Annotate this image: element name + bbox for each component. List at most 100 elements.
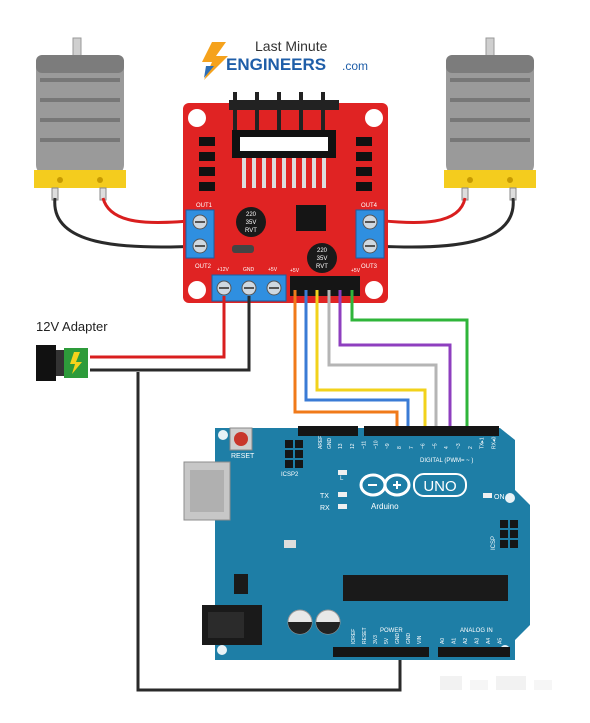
reset-button — [229, 427, 253, 451]
dc-adapter-jack: 12V Adapter — [36, 319, 108, 381]
svg-text:RVT: RVT — [316, 264, 328, 270]
analog-pin-label-1: A1 — [452, 638, 458, 644]
heatsink — [229, 92, 339, 188]
digital-pin-label-7: ~6 — [421, 443, 427, 449]
label-aref: AREF — [318, 436, 324, 449]
svg-text:RVT: RVT — [245, 228, 257, 234]
usb-port — [183, 461, 231, 521]
svg-text:35V: 35V — [317, 256, 328, 262]
brand-line1: Last Minute — [255, 38, 328, 54]
uno-badge — [413, 473, 467, 497]
analog-pin-label-2: A2 — [463, 638, 469, 644]
label-out3: OUT3 — [361, 264, 378, 270]
digital-pin-label-1: 12 — [350, 443, 356, 449]
power-pin-label-3: 5V — [384, 637, 390, 644]
board-capacitors — [287, 609, 341, 635]
wire-purple — [338, 290, 452, 428]
label-reset: RESET — [231, 453, 255, 460]
capacitor-1: 220 35V RVT — [236, 207, 266, 237]
label-power: POWER — [380, 628, 403, 634]
digital-header — [298, 426, 499, 436]
svg-text:220: 220 — [246, 212, 257, 218]
power-pin-label-2: 3V3 — [373, 635, 379, 644]
atmega-chip — [343, 575, 508, 601]
label-plus5-left: +5V — [290, 268, 300, 274]
analog-header — [438, 647, 510, 657]
label-uno: UNO — [423, 478, 456, 495]
label-tx: TX — [320, 493, 329, 500]
wire-motor-left-black — [53, 197, 201, 249]
label-icsp: ICSP — [491, 536, 497, 550]
wire-green — [350, 290, 469, 428]
digital-pin-label-10: ~3 — [456, 443, 462, 449]
power-wires — [90, 296, 402, 692]
label-led-l: L — [340, 476, 344, 482]
wire-motor-right-black — [374, 197, 515, 249]
blurred-corner-mark — [440, 676, 552, 690]
icsp-header — [500, 520, 518, 548]
wire-gnd-black-arduino — [136, 372, 402, 692]
label-12v: +12V — [217, 267, 229, 273]
label-out2: OUT2 — [195, 264, 212, 270]
power-pin-label-0: IOREF — [351, 629, 357, 644]
analog-pin-label-4: A4 — [486, 638, 492, 644]
brand-logo: Last Minute ENGINEERS .com — [202, 38, 368, 80]
digital-pin-label-11: 2 — [468, 446, 474, 449]
label-digital: DIGITAL (PWM= ~ ) — [420, 458, 473, 464]
voltage-regulator — [234, 574, 248, 594]
wire-yellow — [315, 290, 427, 428]
control-wires — [293, 290, 469, 428]
right-motor — [444, 37, 536, 201]
digital-pin-label-3: ~10 — [373, 440, 379, 449]
lightning-bolt-logo-icon — [202, 42, 228, 80]
digital-pin-label-0: 13 — [338, 443, 344, 449]
label-plus5-right: +5V — [351, 268, 361, 274]
smd-component — [284, 540, 296, 548]
power-pin-label-5: GND — [406, 633, 412, 645]
digital-pin-label-12: TX▸1 — [480, 437, 486, 449]
label-gnd-top: GND — [327, 438, 333, 450]
power-pin-label-1: RESET — [362, 627, 368, 644]
power-header — [333, 647, 429, 657]
control-header — [290, 276, 360, 296]
digital-pin-label-2: ~11 — [362, 441, 368, 449]
wire-gray — [327, 290, 438, 428]
label-on: ON — [494, 494, 505, 501]
label-out4: OUT4 — [361, 203, 378, 209]
analog-pin-label-5: A5 — [498, 638, 504, 644]
wire-orange — [293, 290, 399, 428]
wire-gnd-black-driver — [90, 296, 251, 372]
digital-pin-label-5: 8 — [397, 446, 403, 449]
arduino-infinity-logo-icon — [359, 473, 411, 497]
bolt-icon — [70, 352, 82, 374]
digital-pin-label-13: RX◂0 — [491, 437, 497, 449]
digital-pin-label-6: 7 — [409, 446, 415, 449]
label-icsp2: ICSP2 — [281, 472, 299, 478]
brand-suffix: .com — [342, 59, 368, 73]
label-5v: +5V — [268, 267, 278, 273]
digital-pin-label-9: 4 — [444, 446, 450, 449]
label-rx: RX — [320, 505, 330, 512]
jumper — [232, 245, 254, 253]
analog-pin-label-3: A3 — [475, 638, 481, 644]
power-pin-label-4: GND — [395, 633, 401, 645]
power-pin-labels: IOREF RESET 3V3 5V GND GND VIN — [351, 627, 423, 644]
diodes — [199, 137, 372, 191]
wire-motor-right-red — [374, 197, 467, 225]
dc-barrel-jack — [202, 605, 262, 645]
label-out1: OUT1 — [196, 203, 213, 209]
power-pin-label-6: VIN — [417, 635, 423, 644]
wire-12v-red — [90, 296, 226, 359]
digital-pin-label-4: ~9 — [385, 443, 391, 449]
label-analog: ANALOG IN — [460, 628, 493, 634]
wire-blue — [304, 290, 410, 428]
icsp2-header — [285, 440, 303, 468]
status-leds: L TX RX ON — [320, 470, 505, 512]
l298n-driver-board: OUT1 OUT2 OUT4 OUT3 220 35V RVT 220 35V … — [183, 92, 388, 303]
left-motor — [34, 37, 126, 201]
brand-line2: ENGINEERS — [226, 55, 326, 74]
